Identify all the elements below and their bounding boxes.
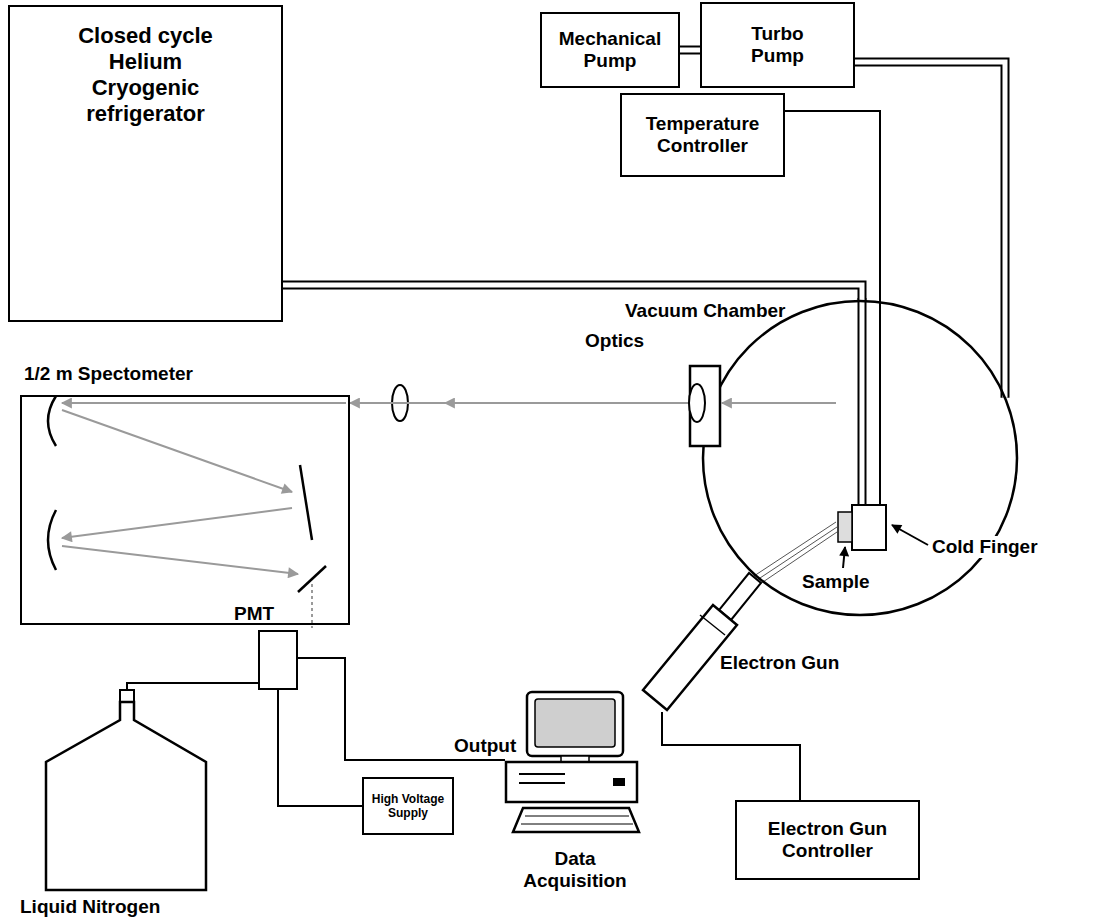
- node-label: Vacuum Chamber: [625, 300, 786, 322]
- drawing-part: [689, 384, 705, 422]
- light-path: [722, 402, 836, 404]
- node-label: Data Acquisition: [515, 848, 635, 893]
- cryo-line: [860, 296, 865, 507]
- drawing-part: [46, 702, 206, 890]
- nitrogen-dewar: Liquid Nitrogen: [20, 690, 215, 922]
- power-supply-box: High Voltage Supply: [362, 777, 454, 835]
- part-label: Sample: [800, 571, 872, 593]
- light-path: [311, 584, 313, 628]
- node-label: Closed cycle Helium Cryogenic refrigerat…: [61, 23, 231, 127]
- node-label: Turbo Pump: [738, 23, 818, 68]
- pump-box: Mechanical Pump: [540, 12, 680, 88]
- sample: [838, 512, 852, 542]
- drawing-part: [535, 699, 615, 747]
- part-label: Cold Finger: [930, 536, 1040, 558]
- vacuum-line: [680, 50, 700, 51]
- pipe-outline: [283, 285, 862, 301]
- drawing-part: [521, 824, 633, 825]
- connector-line: [350, 402, 690, 404]
- drawing-part: [527, 692, 623, 756]
- concave-mirror: [48, 396, 56, 446]
- concave-mirror: [48, 510, 56, 570]
- drawing-part: [519, 773, 565, 775]
- vacuum-line: [283, 285, 862, 301]
- connector-line: [662, 712, 800, 800]
- node-label: Electron Gun: [720, 652, 839, 674]
- drawing-part: [719, 573, 761, 620]
- nitrogen-dewar-outline: [20, 690, 215, 922]
- node-label: Liquid Nitrogen: [20, 896, 160, 918]
- node-label: High Voltage Supply: [368, 792, 448, 820]
- drawing-part: [613, 778, 625, 786]
- spectrometer-optics: [48, 396, 346, 628]
- grating: [300, 465, 312, 540]
- signal-wire: [278, 690, 362, 806]
- node-label: PMT: [234, 603, 274, 625]
- light-path: [62, 410, 292, 492]
- drawing-part: [506, 762, 637, 802]
- leader-arrow: [843, 547, 845, 568]
- node-label: Temperature Controller: [626, 113, 779, 158]
- connector-line: [127, 683, 258, 690]
- light-path: [62, 508, 292, 538]
- light-path: [62, 546, 298, 574]
- signal-wire: [662, 712, 800, 800]
- cold-finger: [852, 505, 886, 550]
- drawing-part: [690, 366, 720, 446]
- controller-box: Temperature Controller: [620, 93, 785, 177]
- connector-line: [785, 111, 880, 302]
- spectrometer-box: 1/2 m Spectometer: [20, 395, 350, 625]
- node-label: Electron Gun Controller: [741, 818, 914, 863]
- part-label: Optics: [583, 330, 646, 352]
- computer-icon-outline: [505, 690, 645, 902]
- node-label: Mechanical Pump: [546, 28, 674, 73]
- signal-wire: [127, 683, 258, 690]
- refrigerator-box: Closed cycle Helium Cryogenic refrigerat…: [8, 5, 283, 322]
- pmt-box: PMT: [258, 630, 298, 690]
- node-label: 1/2 m Spectometer: [24, 363, 193, 385]
- drawing-part: [519, 782, 565, 784]
- pump-box: Turbo Pump: [700, 2, 855, 88]
- drawing-part: [120, 690, 134, 702]
- drawing-part: [513, 808, 639, 832]
- flat-mirror: [298, 566, 326, 592]
- pipe-inner: [283, 285, 862, 301]
- connector-line: [278, 690, 362, 806]
- controller-box: Electron Gun Controller: [735, 800, 920, 880]
- pipe-inner: [855, 62, 1005, 398]
- beam-line: [754, 522, 836, 576]
- drawing-part: [703, 301, 1017, 615]
- drawing-part: [700, 615, 725, 635]
- drawing-part: [525, 816, 629, 817]
- light-path: [62, 402, 346, 404]
- signal-wire: [785, 111, 880, 302]
- leader-arrow: [892, 525, 928, 545]
- vacuum-line: [855, 62, 1005, 398]
- light-path: [350, 403, 690, 404]
- computer-icon: Data Acquisition: [505, 690, 645, 902]
- edge-label: Output: [452, 735, 518, 757]
- pipe-outline: [855, 62, 1005, 398]
- pipe-inner: [680, 48, 700, 53]
- sensor-wire: [879, 300, 881, 505]
- pipe-outline: [680, 46, 700, 55]
